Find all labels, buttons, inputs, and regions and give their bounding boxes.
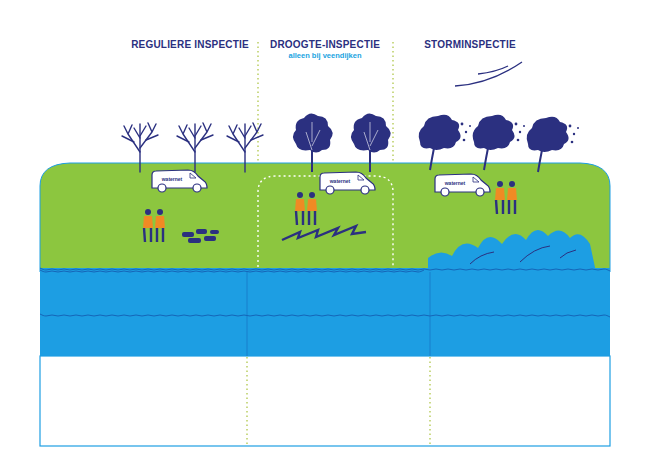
section-heading: REGULIERE INSPECTIE bbox=[131, 39, 249, 50]
section-note: alleen bij veendijken bbox=[289, 52, 362, 60]
wave-line bbox=[40, 314, 610, 317]
van-logo: waternet bbox=[162, 177, 183, 183]
van-logo: waternet bbox=[330, 179, 351, 185]
wave-line bbox=[40, 270, 424, 272]
section-heading: STORMINSPECTIE bbox=[424, 39, 516, 50]
section-heading: DROOGTE-INSPECTIE bbox=[270, 39, 380, 50]
van-logo: waternet bbox=[445, 181, 466, 187]
wave-line bbox=[40, 268, 610, 271]
